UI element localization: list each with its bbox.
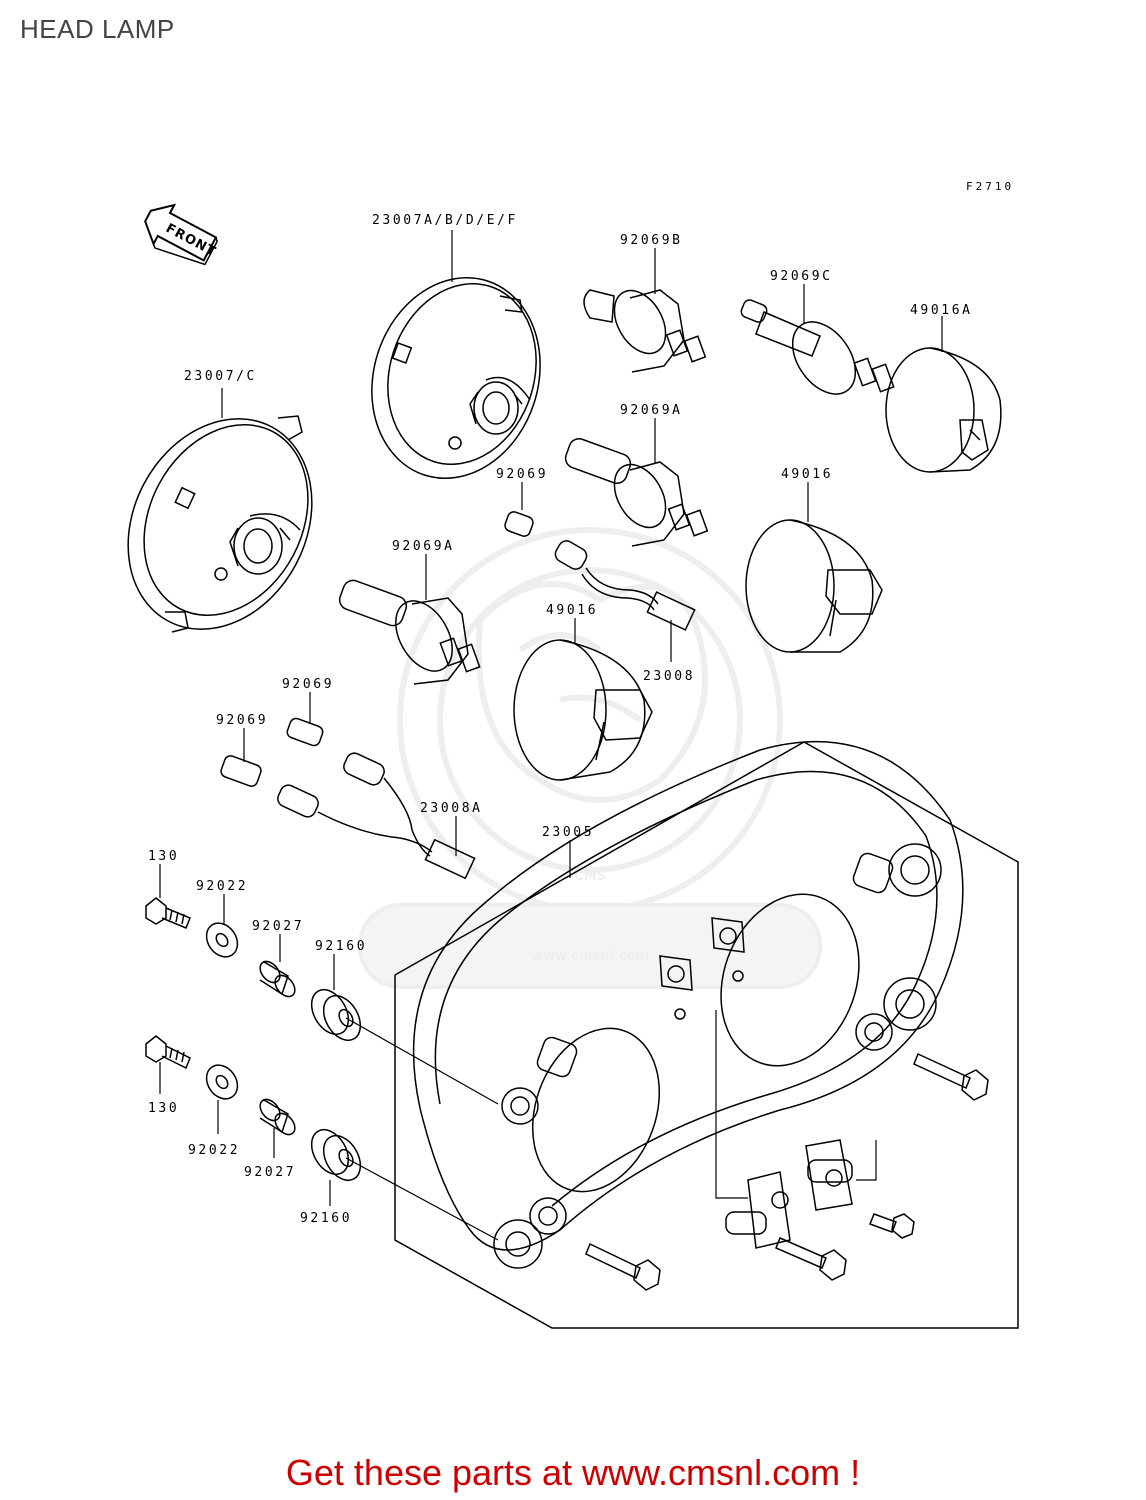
callout-130-upper: 130 [148,849,179,864]
footer-link-text[interactable]: Get these parts at www.cmsnl.com ! [285,1452,861,1493]
callout-92022-lower: 92022 [188,1143,240,1158]
screw-lower-mid [775,1237,847,1281]
callout-92069-lower-b: 92069 [216,713,268,728]
bulb-92069-lower-a [286,717,324,747]
bulb-92069a-lower [338,579,481,685]
housing-group-outline [394,741,1019,1329]
callout-92069a-upper: 92069A [620,403,683,418]
washer-92022-upper [205,922,239,958]
callout-labels: 23007A/B/D/E/F 92069B 92069C 49016A 2300… [148,213,973,1226]
grommet-92160-lower [310,1128,362,1182]
callout-49016-center: 49016 [546,603,598,618]
bulb-92069-upper [504,511,534,537]
callout-92069a-lower: 92069A [392,539,455,554]
callout-92160-lower: 92160 [300,1211,352,1226]
headlamp-housing-23005 [412,740,964,1269]
front-arrow-icon: FRONT [144,203,219,266]
callout-49016a: 49016A [910,303,973,318]
callout-130-lower: 130 [148,1101,179,1116]
callout-23007c: 23007/C [184,369,257,384]
leader-lines [159,230,943,1241]
screw-upper-right [913,1052,989,1101]
callout-23008a: 23008A [420,801,483,816]
grommet-92160-upper [310,988,362,1042]
socket-harness-23008a [277,752,476,880]
watermark-logo [397,527,783,913]
headlamp-ring-23007abdef [371,276,541,480]
collar-92027-upper [259,960,296,998]
screw-lower-left [585,1242,661,1291]
bulb-92069-lower-b [220,755,262,787]
page-title: HEAD LAMP [20,14,175,44]
cap-49016-center [513,639,653,781]
callout-92069-upper: 92069 [496,467,548,482]
headlamp-ring-23007c [127,415,313,633]
watermark-logo-text: CMS [574,869,606,884]
callout-92069c: 92069C [770,269,833,284]
collar-92027-lower [259,1098,296,1136]
bulb-92069c [740,299,895,395]
callout-92069-lower-a: 92069 [282,677,334,692]
callout-92069b: 92069B [620,233,683,248]
washer-92022-lower [205,1064,239,1100]
callout-92027-lower: 92027 [244,1165,296,1180]
bolt-130-upper [145,897,191,929]
watermark-url: www.cmsnl.com [531,949,649,964]
callout-92160-upper: 92160 [315,939,367,954]
adjuster-bracket-a [725,1171,791,1249]
bulb-92069a-upper [564,438,709,547]
bolt-130-lower [145,1035,191,1070]
cap-49016-right [745,519,883,653]
watermark-banner: CMS www.cmsnl.com [358,869,822,989]
screw-lower-right [869,1213,915,1239]
cap-49016a [885,347,1002,473]
callout-92027-upper: 92027 [252,919,304,934]
adjuster-bracket-b [805,1139,853,1211]
callout-92022-upper: 92022 [196,879,248,894]
figure-code: F2710 [966,180,1014,193]
callout-23007abdef: 23007A/B/D/E/F [372,213,518,228]
bulb-92069b [583,289,707,373]
callout-23005: 23005 [542,825,594,840]
callout-23008: 23008 [643,669,695,684]
callout-49016-right: 49016 [781,467,833,482]
socket-harness-23008 [554,540,696,631]
